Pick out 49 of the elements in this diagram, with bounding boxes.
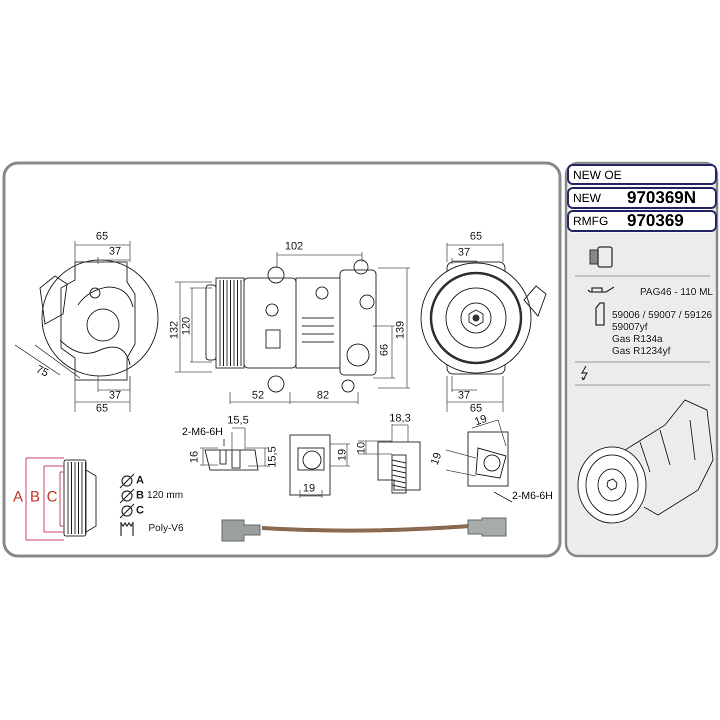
dimension-value: 19 bbox=[473, 414, 489, 428]
dimension-value: 139 bbox=[396, 320, 406, 340]
row-label: RMFG bbox=[573, 214, 610, 228]
dimension-value: 120 bbox=[182, 316, 192, 336]
callout-label: 2-M6-6H bbox=[182, 426, 232, 439]
dimension-value: 65 bbox=[96, 404, 108, 414]
row-label: NEW OE bbox=[573, 168, 621, 182]
diameter-letter: C bbox=[46, 490, 58, 504]
spec-text: Poly-V6 bbox=[148, 524, 184, 534]
dimension-value: 75 bbox=[34, 364, 50, 380]
dimension-value: 37 bbox=[108, 246, 122, 258]
dimension-value: 19 bbox=[338, 448, 348, 462]
spec-text: Gas R1234yf bbox=[612, 347, 670, 357]
part-number-row bbox=[567, 187, 717, 209]
dimension-value: 132 bbox=[170, 320, 180, 340]
dimension-value: 65 bbox=[470, 232, 482, 242]
part-number-row bbox=[567, 210, 717, 232]
callout-label: 2-M6-6H bbox=[512, 490, 562, 503]
dimension-value: 37 bbox=[108, 390, 122, 402]
diameter-letter: A bbox=[136, 476, 144, 486]
dimension-value: 15,5 bbox=[227, 416, 249, 426]
spec-text: 59006 / 59007 / 59126 bbox=[612, 311, 712, 321]
dimension-value: 16 bbox=[190, 450, 200, 464]
row-label: NEW bbox=[573, 191, 602, 205]
dimension-value: 102 bbox=[284, 242, 304, 252]
part-number-row bbox=[567, 164, 717, 185]
diameter-letter: B bbox=[30, 490, 40, 504]
leader-line bbox=[494, 492, 512, 502]
diameter-letter: C bbox=[136, 506, 144, 516]
spec-text: Gas R134a bbox=[612, 335, 663, 345]
dimension-value: 19 bbox=[430, 451, 444, 467]
dimension-value: 52 bbox=[252, 390, 264, 402]
spec-text: 59007yf bbox=[612, 323, 648, 333]
dimension-value: 65 bbox=[96, 232, 108, 242]
dimension-value: 15,5 bbox=[268, 446, 278, 468]
dimension-value: 37 bbox=[458, 390, 470, 402]
dimension-value: 10 bbox=[356, 442, 368, 454]
spec-text: PAG46 - 110 ML bbox=[640, 288, 713, 298]
dimension-value: 18,3 bbox=[389, 414, 411, 424]
part-number: 970369 bbox=[627, 211, 684, 231]
spec-text: 120 mm bbox=[146, 491, 184, 501]
part-number: 970369N bbox=[627, 188, 696, 208]
diameter-letter: A bbox=[13, 490, 23, 504]
dimension-value: 66 bbox=[380, 344, 390, 356]
diameter-letter: B bbox=[136, 490, 144, 502]
dimension-value: 65 bbox=[470, 404, 482, 414]
dimension-value: 19 bbox=[302, 484, 316, 494]
dimension-value: 37 bbox=[458, 248, 470, 258]
dimension-value: 82 bbox=[316, 390, 330, 402]
